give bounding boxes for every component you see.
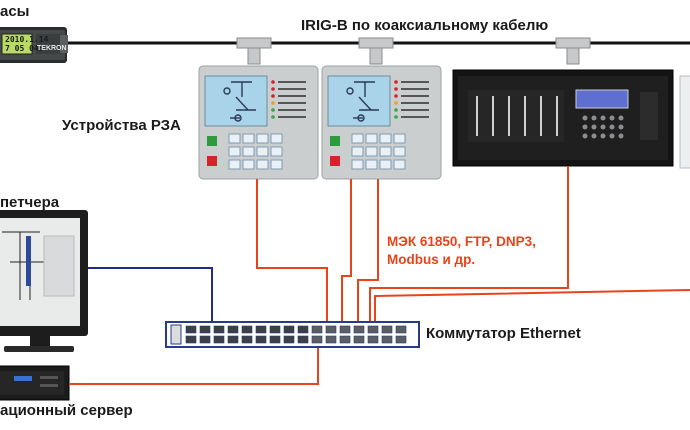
rj45-port-icon <box>269 325 281 334</box>
keypad-icon <box>351 133 406 170</box>
rj45-port-icon <box>283 325 295 334</box>
relay-screen-icon <box>346 81 379 122</box>
rj45-port-icon <box>227 335 239 344</box>
rj45-port-icon <box>297 325 309 334</box>
server-label: ационный сервер <box>0 402 133 419</box>
rj45-port-icon <box>381 325 393 334</box>
gps-clock <box>0 27 68 63</box>
rj45-port-icon <box>381 335 393 344</box>
rj45-port-icon <box>339 335 351 344</box>
rj45-port-icon <box>241 335 253 344</box>
rj45-port-icon <box>395 325 407 334</box>
keypad-icon <box>228 133 283 170</box>
t-connector-icon <box>236 37 272 65</box>
protocols-label-line1: МЭК 61850, FTP, DNP3, <box>387 234 536 249</box>
rj45-port-icon <box>367 335 379 344</box>
station-server <box>0 365 70 401</box>
relay-screen-icon <box>223 81 256 122</box>
rj45-port-icon <box>255 325 267 334</box>
monitor-ethernet-cable <box>88 267 213 322</box>
rj45-port-icon <box>199 325 211 334</box>
relay-device-1 <box>198 65 319 180</box>
rj45-port-icon <box>227 325 239 334</box>
clock-label: асы <box>0 3 30 20</box>
rj45-port-icon <box>241 325 253 334</box>
clock-display-line2: 7 05 045 <box>5 44 44 53</box>
relay-device-2 <box>321 65 442 180</box>
rj45-port-icon <box>283 335 295 344</box>
rj45-port-icon <box>213 325 225 334</box>
t-connector-icon <box>555 37 591 65</box>
rj45-port-icon <box>213 335 225 344</box>
rj45-port-icon <box>185 335 197 344</box>
green-button <box>207 136 217 146</box>
dispatcher-label: петчера <box>0 194 60 211</box>
rj45-port-icon <box>255 335 267 344</box>
rj45-port-icon <box>311 335 323 344</box>
rj45-port-icon <box>339 325 351 334</box>
led-grid <box>476 96 558 136</box>
rj45-port-icon <box>395 335 407 344</box>
t-connector-icon <box>358 37 394 65</box>
switch-label: Коммутатор Ethernet <box>426 325 581 342</box>
rj45-port-icon <box>297 335 309 344</box>
rj45-port-icon <box>199 335 211 344</box>
rj45-port-icon <box>367 325 379 334</box>
clock-brand: TEKRON <box>37 45 67 52</box>
status-leds <box>394 80 429 119</box>
red-button <box>207 156 217 166</box>
rj45-port-icon <box>325 335 337 344</box>
protocols-label-line2: Modbus и др. <box>387 252 476 267</box>
red-button <box>330 156 340 166</box>
rj45-port-icon <box>311 325 323 334</box>
rj45-port-icon <box>185 325 197 334</box>
clock-display: 2010.1.14 7 05 045 <box>5 35 48 53</box>
partial-device-right <box>679 75 690 169</box>
rj45-port-icon <box>269 335 281 344</box>
ethernet-cables <box>69 166 690 385</box>
rj45-port-icon <box>325 325 337 334</box>
ethernet-switch <box>165 321 420 348</box>
rj45-port-icon <box>353 325 365 334</box>
irig-bus-label: IRIG-B по коаксиальному кабелю <box>301 17 549 34</box>
rj45-port-icon <box>353 335 365 344</box>
clock-display-line1: 2010.1.14 <box>5 35 49 44</box>
green-button <box>330 136 340 146</box>
relay-devices-label: Устройства РЗА <box>62 117 181 134</box>
keypad-icon <box>582 115 624 139</box>
rack-relay-device <box>452 69 674 167</box>
status-leds <box>271 80 306 119</box>
dispatcher-monitor <box>0 210 88 352</box>
